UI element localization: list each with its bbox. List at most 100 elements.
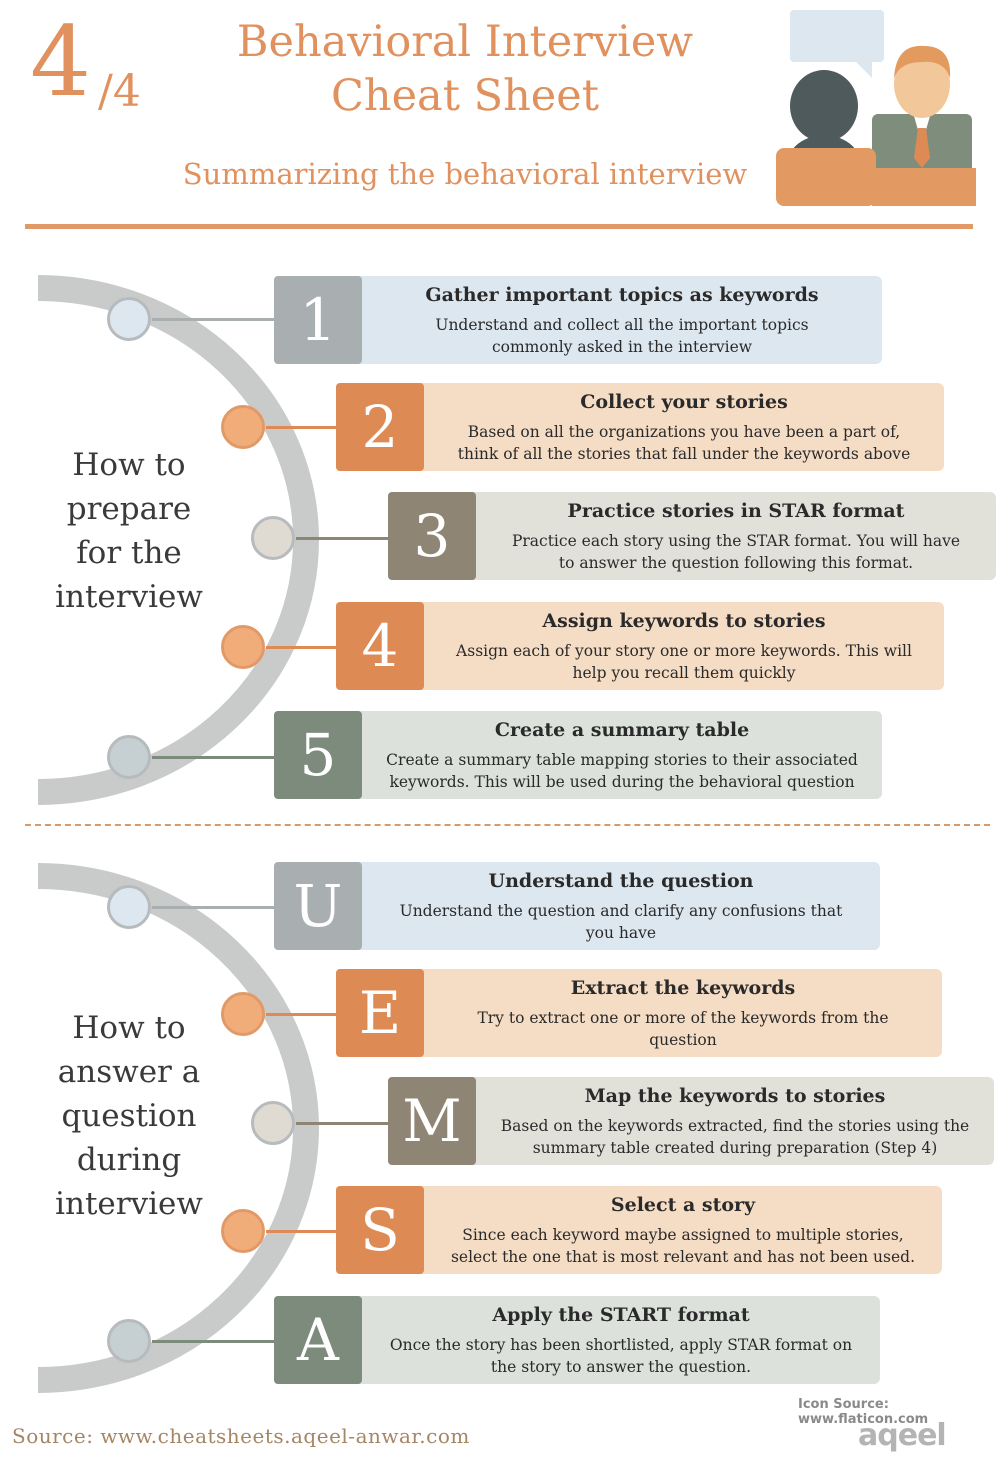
connector-line <box>152 1340 276 1343</box>
description-line: select the one that is most relevant and… <box>450 1248 916 1266</box>
section-divider <box>25 824 990 826</box>
step-number: 1 <box>274 276 362 364</box>
step-card: S Select a story Since each keyword mayb… <box>336 1186 942 1274</box>
step-title: Understand the question <box>488 870 754 892</box>
step-description: Understand the question and clarify any … <box>372 900 870 944</box>
step-card: 4 Assign keywords to stories Assign each… <box>336 602 944 690</box>
prepare-section-label: How to prepare for the interview <box>40 443 218 619</box>
step-title: Apply the START format <box>492 1304 750 1326</box>
description-line: keywords. This will be used during the b… <box>389 773 855 791</box>
step-card: E Extract the keywords Try to extract on… <box>336 969 942 1057</box>
step-card: 3 Practice stories in STAR format Practi… <box>388 492 996 580</box>
step-card: A Apply the START format Once the story … <box>274 1296 880 1384</box>
step-description: Create a summary table mapping stories t… <box>372 749 872 793</box>
step-letter: M <box>388 1077 476 1165</box>
timeline-dot <box>251 1101 295 1145</box>
step-description: Since each keyword maybe assigned to mul… <box>434 1224 932 1268</box>
connector-line <box>266 426 338 429</box>
description-line: Based on the keywords extracted, find th… <box>500 1117 970 1135</box>
step-letter: S <box>336 1186 424 1274</box>
step-number: 2 <box>336 383 424 471</box>
step-card: 2 Collect your stories Based on all the … <box>336 383 944 471</box>
step-card: U Understand the question Understand the… <box>274 862 880 950</box>
connector-line <box>266 1013 338 1016</box>
timeline-dot <box>107 885 151 929</box>
source-credit: Source: www.cheatsheets.aqeel-anwar.com <box>12 1424 470 1448</box>
step-card: 1 Gather important topics as keywords Un… <box>274 276 882 364</box>
step-title: Select a story <box>610 1194 756 1216</box>
connector-line <box>152 906 276 909</box>
step-description: Practice each story using the STAR forma… <box>486 530 986 574</box>
step-description: Assign each of your story one or more ke… <box>434 640 934 684</box>
description-line: summary table created during preparation… <box>532 1139 938 1157</box>
answer-label-line: interview <box>55 1186 203 1223</box>
step-description: Based on all the organizations you have … <box>434 421 934 465</box>
description-line: Since each keyword maybe assigned to mul… <box>462 1226 904 1244</box>
icon-source-credit: Icon Source: www.flaticon.com <box>798 1397 929 1427</box>
timeline-dot <box>107 1319 151 1363</box>
prepare-arc <box>37 275 319 805</box>
timeline-dot <box>221 625 265 669</box>
step-letter: A <box>274 1296 362 1384</box>
description-line: help you recall them quickly <box>572 664 796 682</box>
step-card: 5 Create a summary table Create a summar… <box>274 711 882 799</box>
answer-arc <box>37 863 319 1393</box>
description-line: question <box>649 1031 717 1049</box>
answer-label-line: during <box>76 1142 182 1179</box>
description-line: Create a summary table mapping stories t… <box>386 751 858 769</box>
description-line: think of all the stories that fall under… <box>457 445 911 463</box>
page-title: Behavioral Interview Cheat Sheet <box>200 16 730 124</box>
step-description: Once the story has been shortlisted, app… <box>372 1334 870 1378</box>
answer-label-line: question <box>61 1098 197 1135</box>
timeline-dot <box>221 1209 265 1253</box>
connector-line <box>152 756 276 759</box>
timeline-dot <box>221 992 265 1036</box>
step-title: Create a summary table <box>494 719 750 741</box>
timeline-dot <box>251 516 295 560</box>
title-line-2: Cheat Sheet <box>331 70 599 121</box>
description-line: Understand the question and clarify any … <box>399 902 843 920</box>
step-description: Try to extract one or more of the keywor… <box>434 1007 932 1051</box>
prepare-label-line: prepare <box>66 491 192 528</box>
step-title: Gather important topics as keywords <box>425 284 819 306</box>
timeline-dot <box>107 735 151 779</box>
step-card: M Map the keywords to stories Based on t… <box>388 1077 994 1165</box>
interview-illustration-icon <box>776 10 976 206</box>
description-line: commonly asked in the interview <box>491 338 753 356</box>
answer-label-line: How to <box>72 1010 186 1046</box>
description-line: Based on all the organizations you have … <box>467 423 901 441</box>
page-subtitle: Summarizing the behavioral interview <box>182 157 748 191</box>
step-number: 5 <box>274 711 362 799</box>
description-line: to answer the question following this fo… <box>558 554 914 572</box>
step-number: 3 <box>388 492 476 580</box>
prepare-label-line: interview <box>55 579 203 616</box>
step-letter: E <box>336 969 424 1057</box>
description-line: Assign each of your story one or more ke… <box>456 642 912 660</box>
connector-line <box>266 1230 338 1233</box>
description-line: Once the story has been shortlisted, app… <box>389 1336 853 1354</box>
timeline-dot <box>107 297 151 341</box>
description-line: you have <box>585 924 657 942</box>
author-logo: aqeel <box>858 1418 947 1453</box>
title-line-1: Behavioral Interview <box>236 17 694 67</box>
answer-section-label: How to answer a question during intervie… <box>40 1006 218 1226</box>
step-title: Map the keywords to stories <box>584 1085 886 1107</box>
step-number: 4 <box>336 602 424 690</box>
step-title: Collect your stories <box>580 391 788 413</box>
timeline-dot <box>221 405 265 449</box>
description-line: Understand and collect all the important… <box>435 316 809 334</box>
description-line: the story to answer the question. <box>490 1358 752 1376</box>
sheet-number: 4 <box>30 6 92 118</box>
sheet-total: /4 <box>98 66 141 117</box>
step-description: Understand and collect all the important… <box>372 314 872 358</box>
step-description: Based on the keywords extracted, find th… <box>486 1115 984 1159</box>
step-letter: U <box>274 862 362 950</box>
description-line: Try to extract one or more of the keywor… <box>477 1009 889 1027</box>
connector-line <box>296 537 390 540</box>
connector-line <box>152 318 276 321</box>
header-divider <box>25 224 973 229</box>
description-line: Practice each story using the STAR forma… <box>511 532 961 550</box>
prepare-label-line: How to <box>72 447 186 483</box>
step-title: Practice stories in STAR format <box>567 500 905 522</box>
step-title: Assign keywords to stories <box>542 610 826 632</box>
